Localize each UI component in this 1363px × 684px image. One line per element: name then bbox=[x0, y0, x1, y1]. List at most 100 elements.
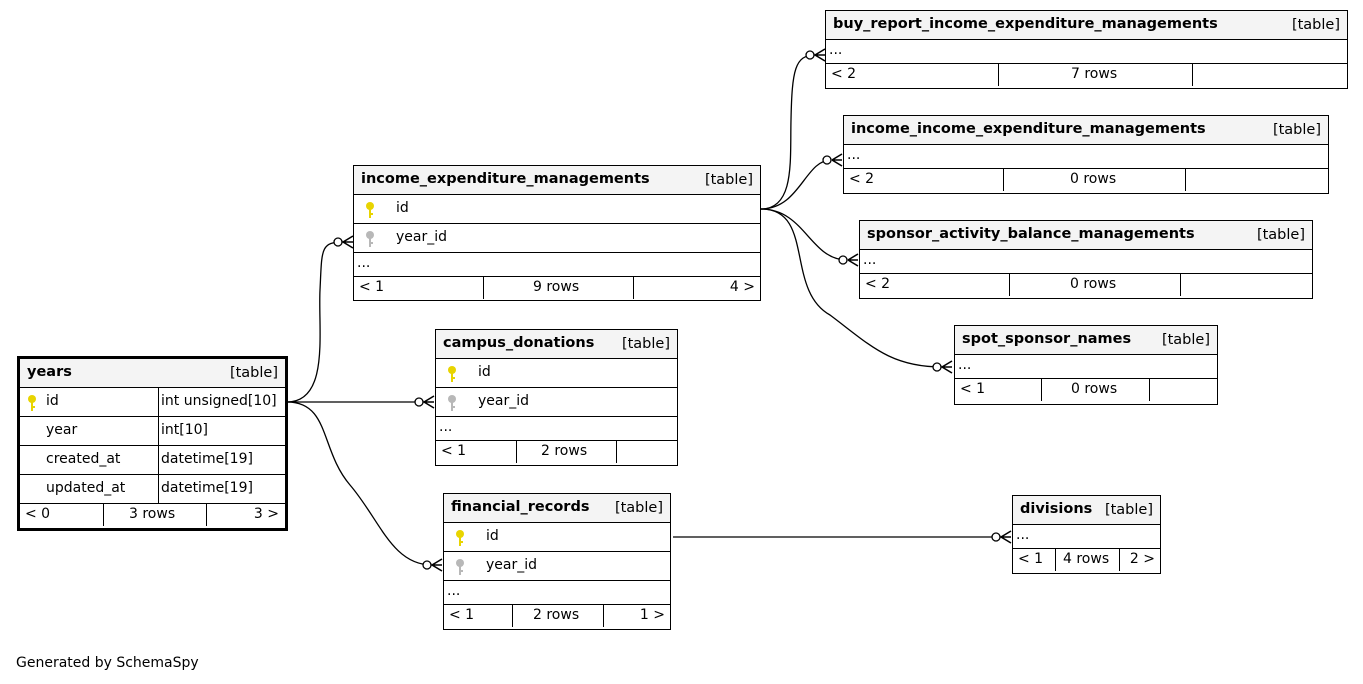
column-type: int[10] bbox=[161, 422, 208, 438]
crowfoot bbox=[814, 48, 826, 62]
column-row[interactable]: id bbox=[354, 195, 760, 224]
more-columns-row: ... bbox=[354, 253, 760, 277]
column-name: id bbox=[486, 528, 499, 544]
table-campus-donations[interactable]: campus_donations [table] id year_id ... … bbox=[435, 329, 678, 466]
crowfoot bbox=[1000, 530, 1012, 544]
row-count: 2 rows bbox=[541, 443, 588, 459]
row-count: 3 rows bbox=[129, 506, 176, 522]
parents-count[interactable]: < 1 bbox=[449, 607, 475, 623]
column-row[interactable]: year int[10] bbox=[20, 417, 285, 446]
table-kind: [table] bbox=[1161, 332, 1210, 348]
column-type: datetime[19] bbox=[161, 451, 253, 467]
table-name: income_expenditure_managements bbox=[361, 171, 650, 187]
table-header: buy_report_income_expenditure_management… bbox=[826, 11, 1347, 40]
row-count: 4 rows bbox=[1063, 551, 1110, 567]
ellipsis: ... bbox=[847, 147, 861, 163]
column-row[interactable]: year_id bbox=[436, 388, 677, 417]
parents-count[interactable]: < 1 bbox=[359, 279, 385, 295]
ellipsis: ... bbox=[829, 42, 843, 58]
table-income-expenditure-managements[interactable]: income_expenditure_managements [table] i… bbox=[353, 165, 761, 301]
edge-ie-buy-report bbox=[760, 54, 816, 210]
table-footer: < 1 0 rows bbox=[955, 379, 1217, 401]
column-name: year bbox=[46, 422, 78, 438]
more-columns-row: ... bbox=[860, 250, 1312, 274]
children-count[interactable]: 3 > bbox=[253, 506, 279, 522]
table-name: sponsor_activity_balance_managements bbox=[867, 226, 1195, 242]
ellipsis: ... bbox=[439, 419, 453, 435]
children-count[interactable]: 4 > bbox=[729, 279, 755, 295]
primary-key-icon bbox=[28, 395, 36, 411]
row-count: 0 rows bbox=[1071, 381, 1118, 397]
table-financial-records[interactable]: financial_records [table] id year_id ...… bbox=[443, 493, 671, 630]
table-kind: [table] bbox=[1291, 17, 1340, 33]
table-spot-sponsor-names[interactable]: spot_sponsor_names [table] ... < 1 0 row… bbox=[954, 325, 1218, 405]
foreign-key-icon bbox=[456, 559, 464, 575]
column-row[interactable]: year_id bbox=[354, 224, 760, 253]
parents-count[interactable]: < 0 bbox=[25, 506, 51, 522]
table-kind: [table] bbox=[1272, 122, 1321, 138]
edge-ie-spot-sponsor bbox=[760, 208, 943, 368]
table-sponsor-activity-balance-managements[interactable]: sponsor_activity_balance_managements [ta… bbox=[859, 220, 1313, 299]
crowfoot bbox=[423, 395, 435, 409]
ellipsis: ... bbox=[863, 252, 877, 268]
column-row[interactable]: id int unsigned[10] bbox=[20, 388, 285, 417]
parents-count[interactable]: < 1 bbox=[1018, 551, 1044, 567]
table-divisions[interactable]: divisions [table] ... < 1 4 rows 2 > bbox=[1012, 495, 1161, 574]
table-header: campus_donations [table] bbox=[436, 330, 677, 359]
edge-ie-sponsor-activity bbox=[760, 208, 848, 261]
parents-count[interactable]: < 2 bbox=[865, 276, 891, 292]
table-name: spot_sponsor_names bbox=[962, 331, 1132, 347]
table-kind: [table] bbox=[229, 365, 278, 381]
column-row[interactable]: created_at datetime[19] bbox=[20, 446, 285, 475]
parents-count[interactable]: < 2 bbox=[831, 66, 857, 82]
table-name: buy_report_income_expenditure_management… bbox=[833, 16, 1218, 32]
crowfoot bbox=[941, 360, 953, 374]
primary-key-icon bbox=[456, 530, 464, 546]
column-row[interactable]: id bbox=[444, 523, 670, 552]
table-footer: < 1 2 rows 1 > bbox=[444, 605, 670, 627]
table-footer: < 2 7 rows bbox=[826, 64, 1347, 86]
table-header: financial_records [table] bbox=[444, 494, 670, 523]
ellipsis: ... bbox=[958, 357, 972, 373]
table-header: years [table] bbox=[20, 359, 285, 388]
crowfoot bbox=[847, 253, 859, 267]
table-buy-report-income-expenditure-managements[interactable]: buy_report_income_expenditure_management… bbox=[825, 10, 1348, 89]
more-columns-row: ... bbox=[1013, 525, 1160, 549]
more-columns-row: ... bbox=[955, 355, 1217, 379]
parents-count[interactable]: < 1 bbox=[441, 443, 467, 459]
crowfoot bbox=[342, 235, 354, 249]
table-kind: [table] bbox=[1256, 227, 1305, 243]
table-name: campus_donations bbox=[443, 335, 595, 351]
table-footer: < 2 0 rows bbox=[844, 169, 1328, 191]
column-row[interactable]: updated_at datetime[19] bbox=[20, 475, 285, 504]
table-years[interactable]: years [table] id int unsigned[10] year i… bbox=[17, 356, 288, 531]
row-count: 7 rows bbox=[1071, 66, 1118, 82]
table-name: divisions bbox=[1020, 501, 1093, 517]
table-footer: < 0 3 rows 3 > bbox=[20, 504, 285, 526]
edge-years-income-expenditure bbox=[286, 241, 344, 403]
table-income-income-expenditure-managements[interactable]: income_income_expenditure_managements [t… bbox=[843, 115, 1329, 194]
table-kind: [table] bbox=[704, 172, 753, 188]
children-count[interactable]: 2 > bbox=[1129, 551, 1155, 567]
column-row[interactable]: year_id bbox=[444, 552, 670, 581]
column-name: id bbox=[478, 364, 491, 380]
table-header: spot_sponsor_names [table] bbox=[955, 326, 1217, 355]
column-row[interactable]: id bbox=[436, 359, 677, 388]
parents-count[interactable]: < 1 bbox=[960, 381, 986, 397]
foreign-key-icon bbox=[448, 395, 456, 411]
column-name: updated_at bbox=[46, 480, 126, 496]
parents-count[interactable]: < 2 bbox=[849, 171, 875, 187]
generated-by-credit: Generated by SchemaSpy bbox=[16, 655, 199, 671]
edge-years-financial-records bbox=[286, 401, 433, 566]
table-name: years bbox=[27, 364, 72, 380]
row-count: 0 rows bbox=[1070, 171, 1117, 187]
more-columns-row: ... bbox=[444, 581, 670, 605]
table-header: income_income_expenditure_managements [t… bbox=[844, 116, 1328, 145]
table-footer: < 1 4 rows 2 > bbox=[1013, 549, 1160, 571]
column-name: id bbox=[46, 393, 59, 409]
children-count[interactable]: 1 > bbox=[639, 607, 665, 623]
foreign-key-icon bbox=[366, 231, 374, 247]
column-type: int unsigned[10] bbox=[161, 393, 277, 409]
table-header: income_expenditure_managements [table] bbox=[354, 166, 760, 195]
column-name: created_at bbox=[46, 451, 121, 467]
